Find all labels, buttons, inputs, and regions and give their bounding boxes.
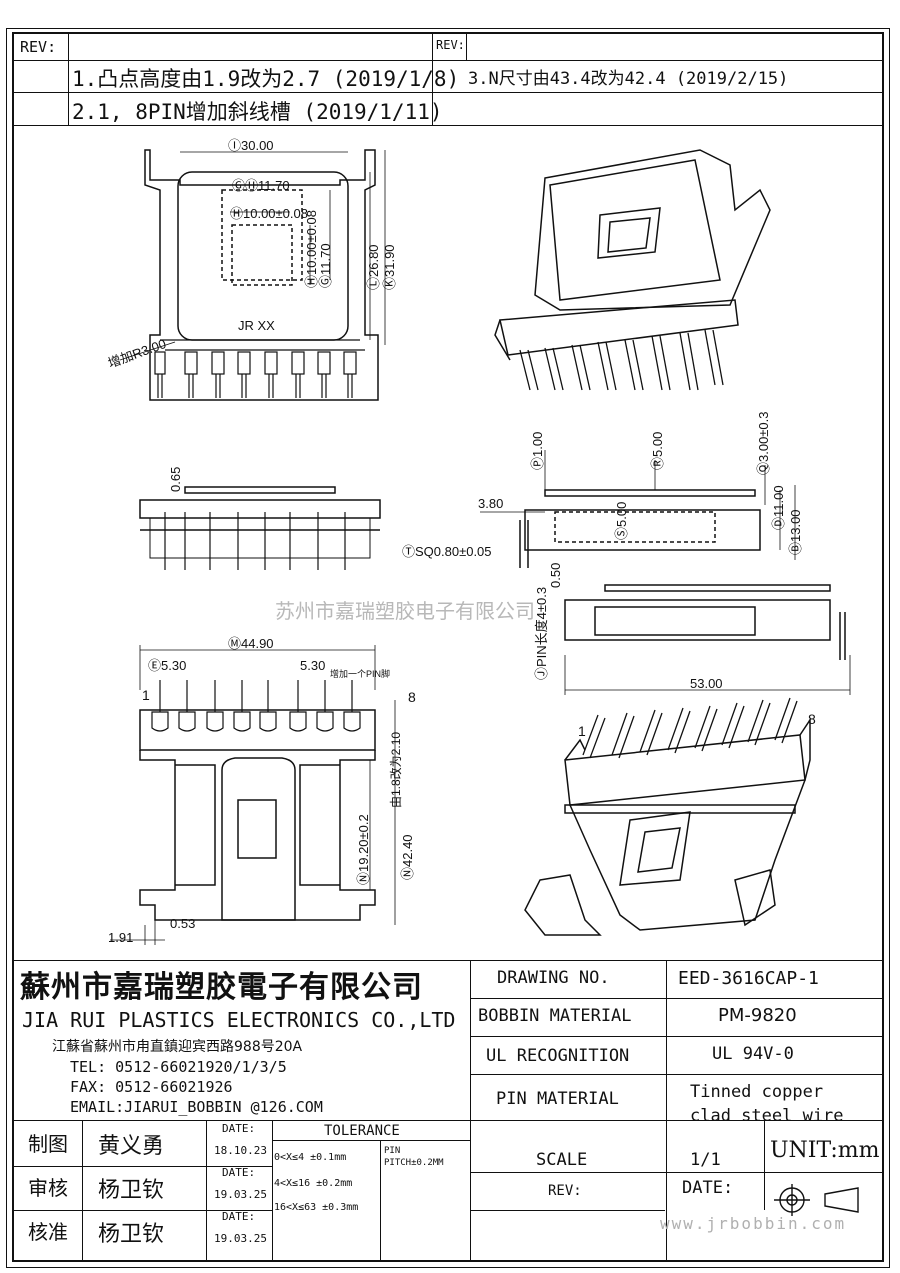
dim-top-31-90: Ⓚ31.90 [382, 244, 397, 290]
drawing-no-value: EED-3616CAP-1 [678, 968, 819, 989]
top-marking: JR XX [238, 318, 275, 333]
dim-top-11-70: ⒼⒽ11.70 [232, 178, 290, 193]
bottom-view [110, 645, 396, 945]
dim-side-3-00: Ⓠ3.00±0.3 [756, 411, 771, 475]
company-tel: TEL: 0512-66021920/1/3/5 [70, 1058, 287, 1076]
approval-name-drawn: 黄义勇 [98, 1134, 165, 1159]
company-name-cn: 蘇州市嘉瑞塑胶電子有限公司 [20, 970, 423, 1005]
dim-bottom-1-91: 1.91 [108, 930, 133, 945]
dim-top-10-00: Ⓗ10.00±0.08 [230, 206, 308, 221]
revision-note-2: 2.1, 8PIN增加斜线槽 (2019/1/11) [72, 100, 443, 124]
pin-material-value: Tinned copper clad steel wire [690, 1082, 844, 1126]
company-email: EMAIL:JIARUI_BOBBIN @126.COM [70, 1098, 323, 1116]
dim-long-53: 53.00 [690, 676, 723, 691]
approval-date-drawn: 18.10.23 [214, 1144, 267, 1157]
dim-top-10-00-vertical: Ⓗ10.00±0.08 [304, 210, 319, 288]
scale-label: SCALE [536, 1150, 588, 1170]
dim-side-3-80: 3.80 [478, 496, 503, 511]
company-address: 江蘇省蘇州市甪直鎮迎宾西路988号20A [52, 1039, 303, 1055]
approval-date-approved: 19.03.25 [214, 1232, 267, 1245]
dim-side-5-00-inner: Ⓢ5.00 [614, 502, 629, 540]
date-label: DATE: [682, 1178, 734, 1198]
bottom-pin-1: 1 [142, 687, 150, 703]
projection-symbol-icon [774, 1184, 859, 1216]
approval-name-approved: 杨卫钦 [98, 1222, 165, 1247]
approval-date-label-approved: DATE: [222, 1210, 256, 1223]
dim-side-1-00: Ⓟ1.00 [530, 432, 545, 470]
rev-label-left: REV: [20, 38, 57, 56]
top-view [119, 149, 386, 401]
approval-role-checked: 审核 [28, 1176, 68, 1200]
dim-side-sq: ⓉSQ0.80±0.05 [402, 544, 492, 559]
company-fax: FAX: 0512-66021926 [70, 1078, 233, 1096]
tolerance-title: TOLERANCE [324, 1123, 400, 1139]
iso-view-top [494, 149, 771, 391]
top-note-r3: 增加R3.00 [106, 336, 168, 371]
tolerance-row-3: 16<X≤63 ±0.3mm [274, 1202, 359, 1213]
pin-material-label: PIN MATERIAL [496, 1089, 619, 1109]
ul-recognition-label: UL RECOGNITION [486, 1046, 630, 1066]
outer-border [6, 28, 890, 1268]
approval-date-checked: 19.03.25 [214, 1188, 267, 1201]
ul-recognition-value: UL 94V-0 [712, 1044, 794, 1064]
iso-view-bottom [524, 697, 811, 936]
dim-top-26-80: Ⓛ26.80 [366, 244, 381, 290]
watermark: 苏州市嘉瑞塑胶电子有限公司 [275, 600, 535, 623]
dim-side-0-50: 0.50 [548, 563, 563, 588]
tolerance-pin-label: PIN [384, 1146, 401, 1156]
dim-bottom-0-53: 0.53 [170, 916, 195, 931]
dim-side-13-00: Ⓑ13.00 [788, 509, 803, 555]
front-view [139, 486, 381, 570]
company-name-en: JIA RUI PLASTICS ELECTRONICS CO.,LTD [22, 1008, 456, 1032]
dim-bottom-42-40: Ⓝ42.40 [400, 834, 415, 880]
rev-label-right: REV: [436, 38, 465, 52]
revision-note-3: 3.N尺寸由43.4改为42.4 (2019/2/15) [468, 69, 789, 89]
dim-side-11-00: Ⓓ11.00 [771, 485, 786, 530]
bottom-pin-8: 8 [408, 689, 416, 705]
approval-date-label-drawn: DATE: [222, 1122, 256, 1135]
website-watermark: www.jrbobbin.com [660, 1214, 847, 1233]
tolerance-pin-pitch: PITCH±0.2MM [384, 1158, 444, 1168]
drawing-frame [12, 32, 884, 1262]
dim-bottom-44-90: Ⓜ44.90 [228, 636, 274, 651]
side-view [480, 450, 796, 568]
bobbin-material-label: BOBBIN MATERIAL [478, 1006, 632, 1026]
iso-pin-1: 1 [578, 723, 586, 739]
drawing-no-label: DRAWING NO. [497, 968, 610, 988]
bobbin-material-value: PM-9820 [718, 1005, 797, 1026]
approval-date-label-checked: DATE: [222, 1166, 256, 1179]
rev-label: REV: [548, 1183, 582, 1199]
approval-role-drawn: 制图 [28, 1132, 68, 1156]
tolerance-row-1: 0<X≤4 ±0.1mm [274, 1152, 347, 1163]
approval-name-checked: 杨卫钦 [98, 1178, 165, 1203]
long-view [564, 584, 851, 695]
dim-side-pin-length: ⒿPIN长度4±0.3 [534, 587, 549, 680]
approval-role-approved: 核准 [28, 1220, 68, 1244]
dim-bottom-19-20: Ⓝ19.20±0.2 [356, 814, 371, 885]
revision-note-1: 1.凸点高度由1.9改为2.7 (2019/1/8) [72, 67, 460, 91]
dim-front-0-65: 0.65 [168, 467, 183, 492]
bottom-note-dim: 由1.8改为2.10 [389, 732, 403, 808]
tolerance-row-2: 4<X≤16 ±0.2mm [274, 1178, 353, 1189]
unit-label: UNIT:mm [770, 1138, 880, 1163]
dim-top-11-70-vertical: Ⓖ11.70 [318, 243, 333, 288]
iso-pin-8: 8 [808, 711, 816, 727]
dim-bottom-5-30-left: Ⓔ5.30 [148, 658, 186, 673]
scale-value: 1/1 [690, 1150, 721, 1170]
dim-side-5-00: Ⓡ5.00 [650, 432, 665, 470]
dim-bottom-5-30-right: 5.30 [300, 658, 325, 673]
bottom-note-pin: 增加一个PIN脚 [330, 668, 390, 679]
dim-top-30: Ⓘ30.00 [228, 138, 274, 153]
